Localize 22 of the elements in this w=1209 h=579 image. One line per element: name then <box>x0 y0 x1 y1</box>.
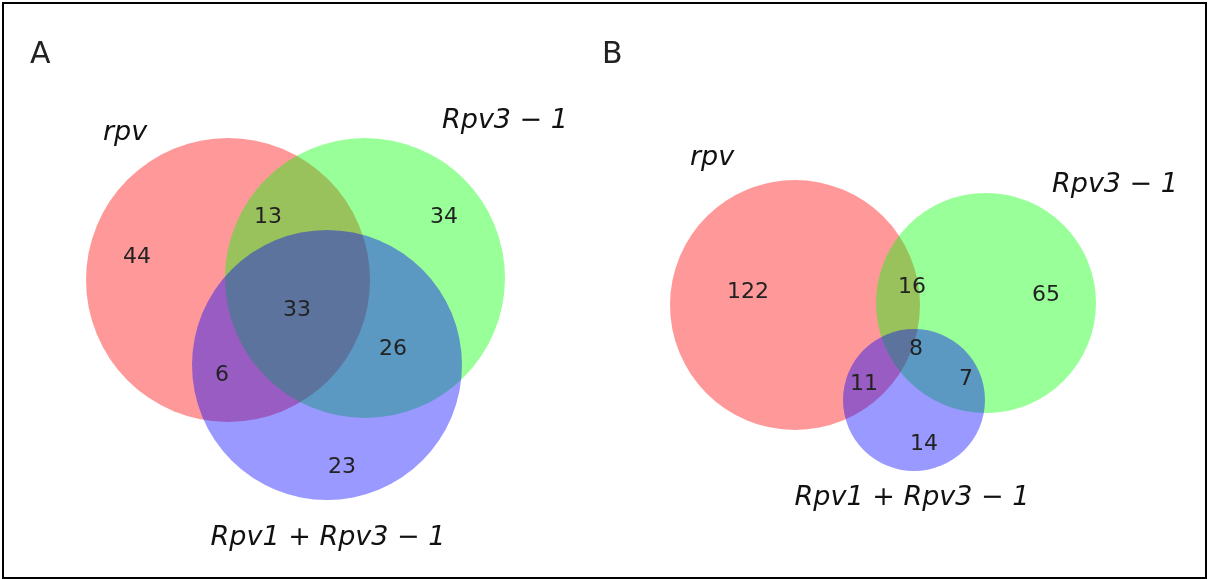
count-label: 16 <box>898 272 926 298</box>
count-label: 34 <box>430 202 458 228</box>
count-label: 23 <box>328 452 356 478</box>
count-label: 14 <box>910 429 938 455</box>
count-label: 6 <box>215 360 229 386</box>
count-label: 65 <box>1032 280 1060 306</box>
count-label: 26 <box>379 334 407 360</box>
set-label: rpv <box>689 139 735 171</box>
count-label: 7 <box>959 364 973 390</box>
count-label: 8 <box>909 334 923 360</box>
set-label: Rpv3 − 1 <box>1052 166 1178 198</box>
count-label: 13 <box>254 202 282 228</box>
panel-letter: B <box>602 35 623 70</box>
set-label: Rpv1 + Rpv3 − 1 <box>210 519 446 551</box>
set-label: Rpv1 + Rpv3 − 1 <box>794 479 1030 511</box>
count-label: 44 <box>123 242 151 268</box>
set-label: rpv <box>102 114 148 146</box>
count-label: 33 <box>283 295 311 321</box>
set-label: Rpv3 − 1 <box>442 102 568 134</box>
panel-letter: A <box>30 35 51 70</box>
count-label: 122 <box>727 277 769 303</box>
count-label: 11 <box>850 369 878 395</box>
